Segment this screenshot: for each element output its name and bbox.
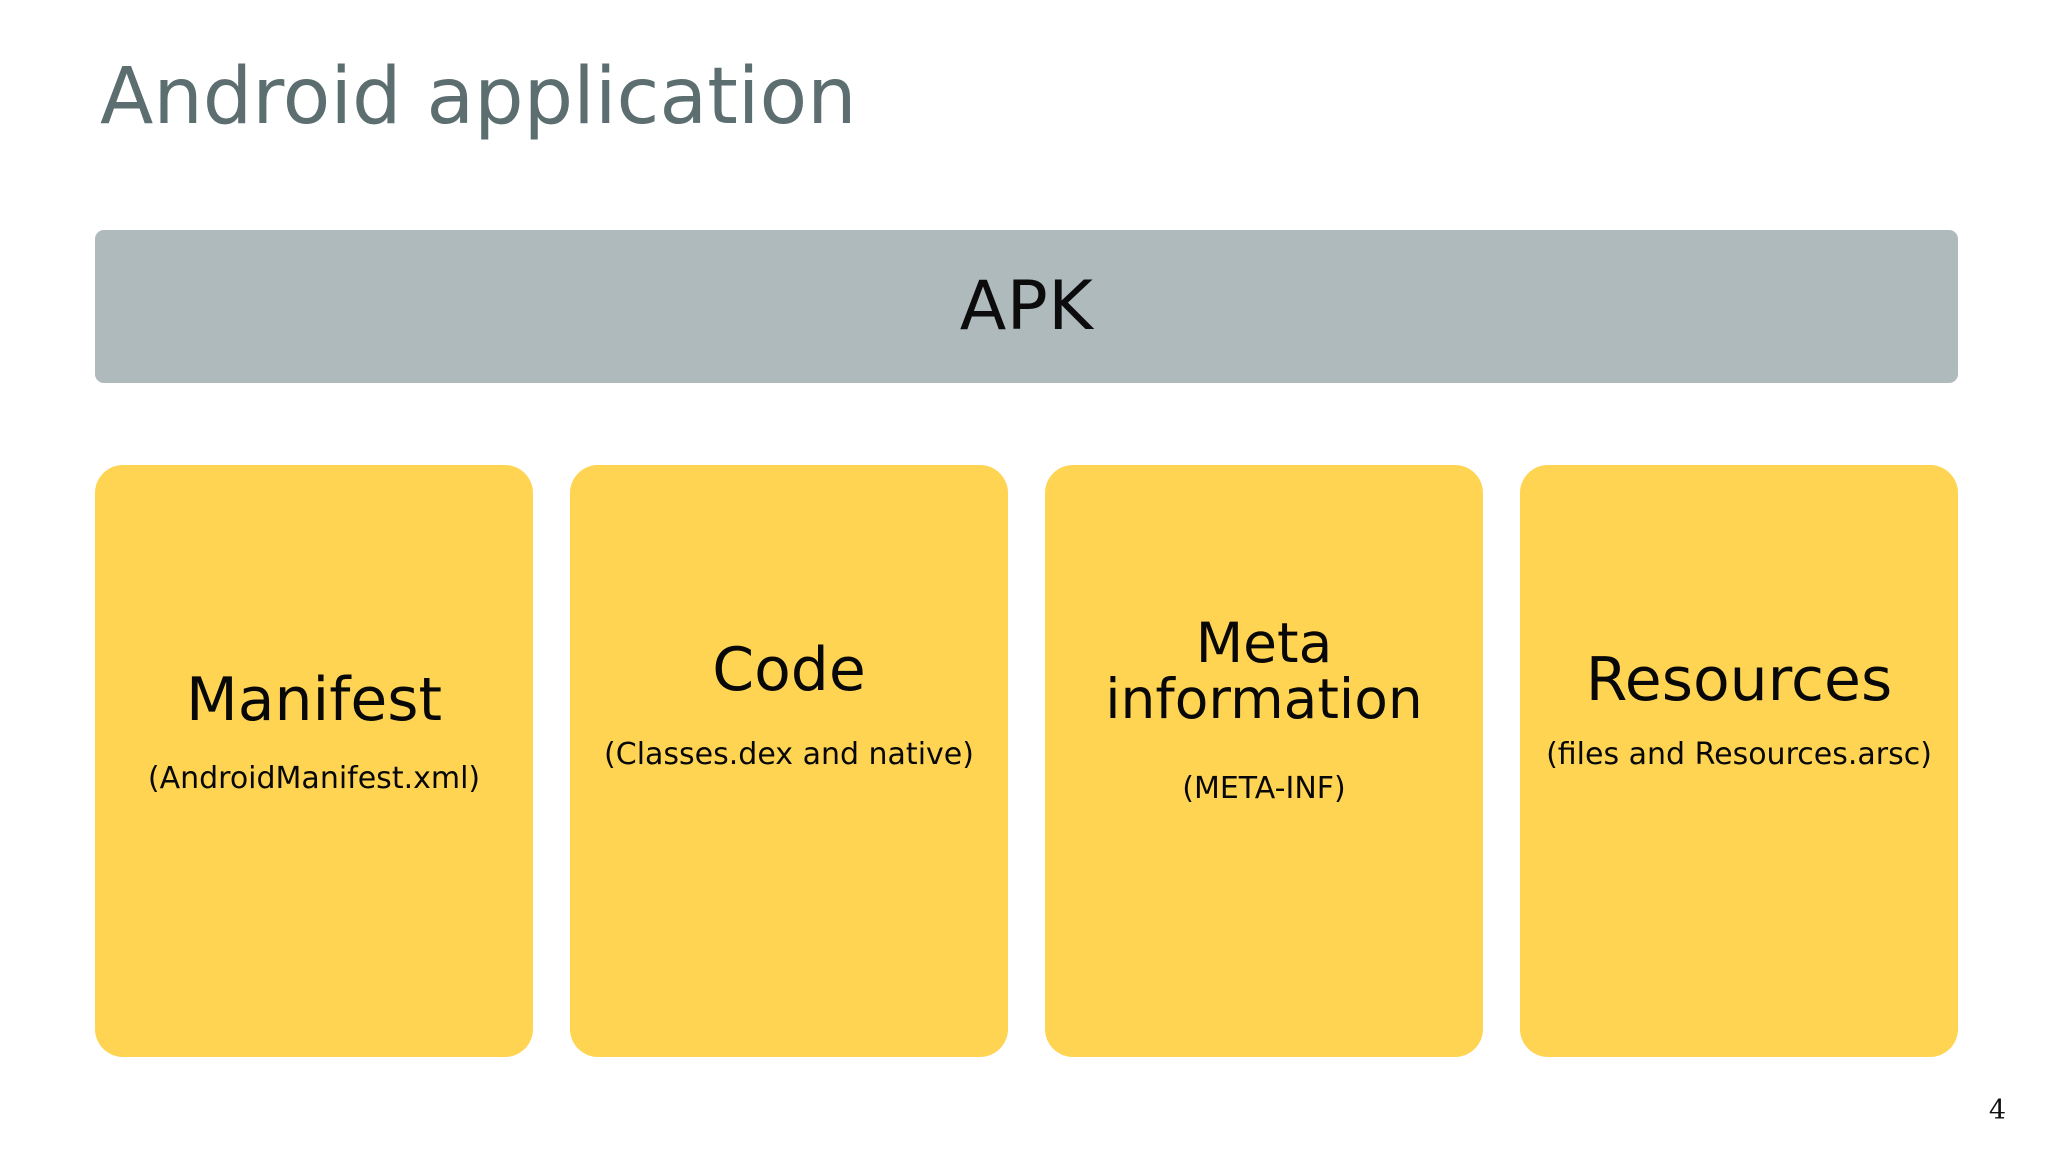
card-code: Code (Classes.dex and native) xyxy=(570,465,1008,1057)
card-meta-information-text: Meta information (META-INF) xyxy=(1059,615,1469,807)
card-meta-information-title: Meta information xyxy=(1105,611,1423,732)
card-code-text: Code (Classes.dex and native) xyxy=(584,635,994,773)
apk-container-bar: APK xyxy=(95,230,1958,383)
page-title: Android application xyxy=(100,52,857,142)
card-resources-title: Resources xyxy=(1585,645,1893,715)
card-meta-information: Meta information (META-INF) xyxy=(1045,465,1483,1057)
card-meta-information-subtitle: (META-INF) xyxy=(1182,771,1346,807)
card-resources-text: Resources (files and Resources.arsc) xyxy=(1534,645,1944,773)
card-manifest: Manifest (AndroidManifest.xml) xyxy=(95,465,533,1057)
card-manifest-text: Manifest (AndroidManifest.xml) xyxy=(109,665,519,797)
card-code-title: Code xyxy=(712,635,866,705)
card-resources-subtitle: (files and Resources.arsc) xyxy=(1546,737,1932,773)
card-manifest-subtitle: (AndroidManifest.xml) xyxy=(147,761,481,797)
page-number: 4 xyxy=(1988,1095,2006,1126)
apk-label: APK xyxy=(959,266,1094,346)
card-manifest-title: Manifest xyxy=(185,665,443,735)
card-resources: Resources (files and Resources.arsc) xyxy=(1520,465,1958,1057)
card-code-subtitle: (Classes.dex and native) xyxy=(604,737,974,773)
apk-components-row: Manifest (AndroidManifest.xml) Code (Cla… xyxy=(95,465,1958,1057)
